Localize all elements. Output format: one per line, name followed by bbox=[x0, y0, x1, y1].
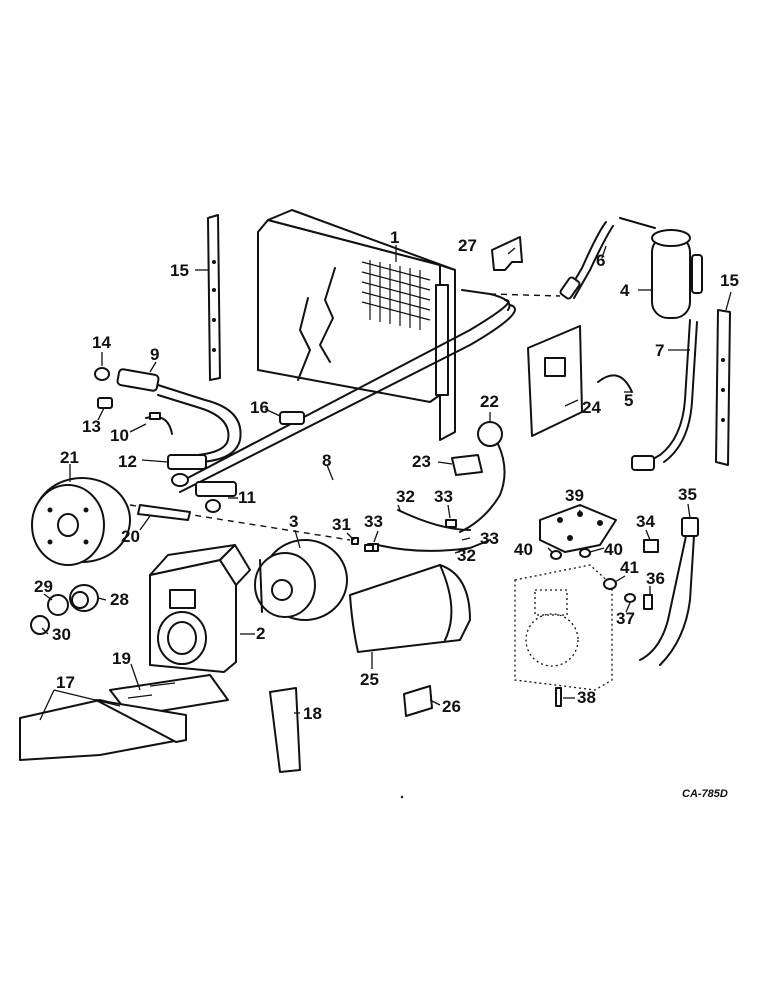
callout-9: 9 bbox=[150, 345, 159, 364]
clip-part-23 bbox=[451, 454, 483, 476]
callout-5: 5 bbox=[624, 391, 633, 410]
callout-26: 26 bbox=[442, 697, 461, 716]
bolt-part-38 bbox=[555, 687, 562, 707]
callout-4: 4 bbox=[620, 281, 630, 300]
callout-16: 16 bbox=[250, 398, 269, 417]
callout-37: 37 bbox=[616, 609, 635, 628]
clamp-part-10 bbox=[145, 412, 173, 435]
callout-36: 36 bbox=[646, 569, 665, 588]
callout-13: 13 bbox=[82, 417, 101, 436]
callout-11: 11 bbox=[238, 488, 256, 507]
callout-22: 22 bbox=[480, 392, 499, 411]
bearing-part-28 bbox=[69, 584, 99, 612]
harness-part-35 bbox=[639, 517, 699, 666]
callout-38: 38 bbox=[577, 688, 596, 707]
bracket-part-27 bbox=[491, 236, 523, 271]
switch-part-22 bbox=[459, 421, 506, 533]
callout-31: 31 bbox=[332, 515, 351, 534]
callout-19: 19 bbox=[112, 649, 131, 668]
callout-23: 23 bbox=[412, 452, 431, 471]
callout-17: 17 bbox=[56, 673, 75, 692]
callout-15-left: 15 bbox=[170, 261, 189, 280]
clip-part-16 bbox=[279, 411, 305, 425]
callout-39: 39 bbox=[565, 486, 584, 505]
compressor-head-part-39 bbox=[539, 504, 617, 553]
terminal-part-31 bbox=[351, 537, 359, 545]
key-part-20 bbox=[137, 504, 191, 521]
callout-30: 30 bbox=[52, 625, 71, 644]
seal-part-29 bbox=[47, 594, 69, 616]
callout-8: 8 bbox=[322, 451, 331, 470]
cap-part-30 bbox=[30, 615, 50, 635]
callout-25: 25 bbox=[360, 670, 379, 689]
callout-1: 1 bbox=[390, 228, 399, 247]
terminal-part-33 bbox=[364, 544, 374, 552]
figure-code: CA-785D bbox=[682, 788, 728, 800]
callout-33-left: 33 bbox=[364, 512, 383, 531]
callout-29: 29 bbox=[34, 577, 53, 596]
clip-part-13 bbox=[97, 397, 113, 409]
hose-part-7 bbox=[631, 319, 698, 471]
callout-24: 24 bbox=[582, 398, 601, 417]
wire-part-32 bbox=[367, 509, 491, 552]
stray-dot bbox=[400, 795, 404, 799]
receiver-drier-part-4 bbox=[619, 217, 703, 319]
clamp-part-5 bbox=[597, 374, 633, 393]
hose-assembly-part-9 bbox=[116, 368, 242, 463]
clip-part-14 bbox=[94, 367, 110, 381]
clip-part-26 bbox=[403, 685, 433, 717]
bracket-part-15-right bbox=[715, 309, 731, 466]
callout-20: 20 bbox=[121, 527, 140, 546]
bracket-part-15-left bbox=[207, 214, 221, 381]
callout-40-left: 40 bbox=[514, 540, 533, 559]
callout-21: 21 bbox=[60, 448, 79, 467]
callout-7: 7 bbox=[655, 341, 664, 360]
callout-41: 41 bbox=[620, 558, 639, 577]
fitting-part-12 bbox=[167, 454, 207, 487]
callout-28: 28 bbox=[110, 590, 129, 609]
callout-3: 3 bbox=[289, 512, 298, 531]
callout-labels: 1 2 3 4 5 6 7 8 9 10 11 12 13 14 15 15 1… bbox=[34, 228, 739, 723]
callout-6: 6 bbox=[596, 251, 605, 270]
plug-part-37 bbox=[624, 593, 636, 603]
callout-15-right: 15 bbox=[720, 271, 739, 290]
condenser-part-1 bbox=[257, 209, 456, 441]
callout-33-middle: 33 bbox=[434, 487, 453, 506]
callout-12: 12 bbox=[118, 452, 137, 471]
fitting-part-34 bbox=[643, 539, 659, 553]
callout-32-upper: 32 bbox=[396, 487, 415, 506]
clutch-part-3 bbox=[254, 539, 348, 621]
callout-18: 18 bbox=[303, 704, 322, 723]
engine-block-outline bbox=[514, 564, 613, 691]
compressor-part-2 bbox=[149, 544, 251, 673]
pulley-part-21 bbox=[31, 477, 131, 566]
fitting-part-36 bbox=[643, 594, 653, 610]
leader-lines bbox=[39, 245, 732, 721]
callout-14: 14 bbox=[92, 333, 111, 352]
plate-part-24 bbox=[527, 325, 583, 437]
hose-part-6 bbox=[559, 221, 614, 300]
mount-part-17 bbox=[19, 699, 187, 761]
callout-35: 35 bbox=[678, 485, 697, 504]
bracket-part-18 bbox=[269, 687, 301, 773]
alignment-line-6 bbox=[489, 293, 561, 297]
callout-10: 10 bbox=[110, 426, 129, 445]
washer-part-40 bbox=[550, 548, 591, 560]
callout-2: 2 bbox=[256, 624, 265, 643]
callout-40-right: 40 bbox=[604, 540, 623, 559]
callout-32-lower: 32 bbox=[457, 546, 476, 565]
washer-part-41 bbox=[603, 578, 617, 590]
shield-part-25 bbox=[349, 564, 471, 653]
fitting-part-11 bbox=[195, 481, 237, 513]
callout-34: 34 bbox=[636, 512, 655, 531]
callout-27: 27 bbox=[458, 236, 477, 255]
callout-33-right: 33 bbox=[480, 529, 499, 548]
